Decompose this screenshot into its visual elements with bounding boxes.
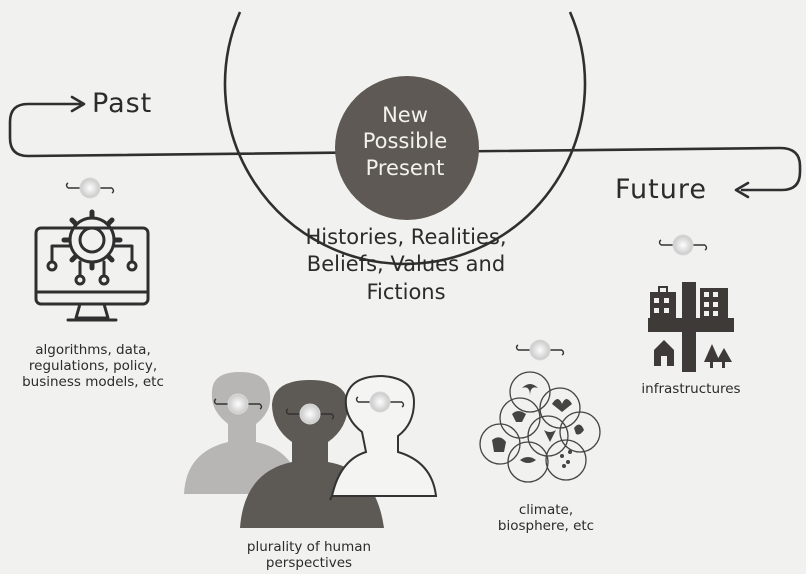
plurality-line: plurality of human bbox=[246, 539, 372, 555]
center-line: New bbox=[382, 103, 428, 127]
algorithms-line: business models, etc bbox=[22, 374, 164, 391]
outer-circle bbox=[223, 11, 587, 266]
infrastructures-label: infrastructures bbox=[641, 381, 741, 397]
center-line: Possible bbox=[362, 129, 448, 154]
center-circle bbox=[335, 76, 479, 220]
future-label: Future bbox=[615, 174, 707, 205]
histories-line: Histories, Realities, bbox=[305, 225, 507, 249]
plurality-line: perspectives bbox=[265, 555, 353, 572]
city-infrastructure-icon bbox=[648, 282, 734, 372]
connector-node-icon bbox=[65, 177, 115, 199]
new-possible-present-label: New Possible Present bbox=[320, 102, 490, 181]
histories-label: Histories, Realities, Beliefs, Values an… bbox=[256, 224, 556, 306]
histories-line: Beliefs, Values and bbox=[306, 252, 506, 277]
plurality-label: plurality of human perspectives bbox=[214, 539, 404, 571]
connector-node-icon bbox=[658, 234, 708, 256]
histories-line: Fictions bbox=[366, 279, 446, 304]
gear-monitor-icon bbox=[34, 209, 150, 322]
algorithms-line: algorithms, data, bbox=[35, 342, 151, 358]
person-right bbox=[329, 374, 438, 501]
nature-circles-icon bbox=[479, 371, 601, 483]
climate-label: climate, biosphere, etc bbox=[486, 502, 606, 534]
arrow-icon bbox=[734, 181, 750, 199]
center-line: Present bbox=[365, 155, 445, 180]
human-silhouettes-icon bbox=[184, 372, 438, 528]
past-label: Past bbox=[92, 88, 153, 119]
person-left bbox=[184, 372, 302, 494]
algorithms-line: regulations, policy, bbox=[28, 358, 158, 375]
climate-line: climate, bbox=[518, 502, 574, 518]
connector-node-icon bbox=[515, 339, 565, 361]
climate-line: biosphere, etc bbox=[497, 518, 595, 535]
arrow-icon bbox=[70, 95, 86, 113]
algorithms-label: algorithms, data, regulations, policy, b… bbox=[4, 342, 182, 391]
